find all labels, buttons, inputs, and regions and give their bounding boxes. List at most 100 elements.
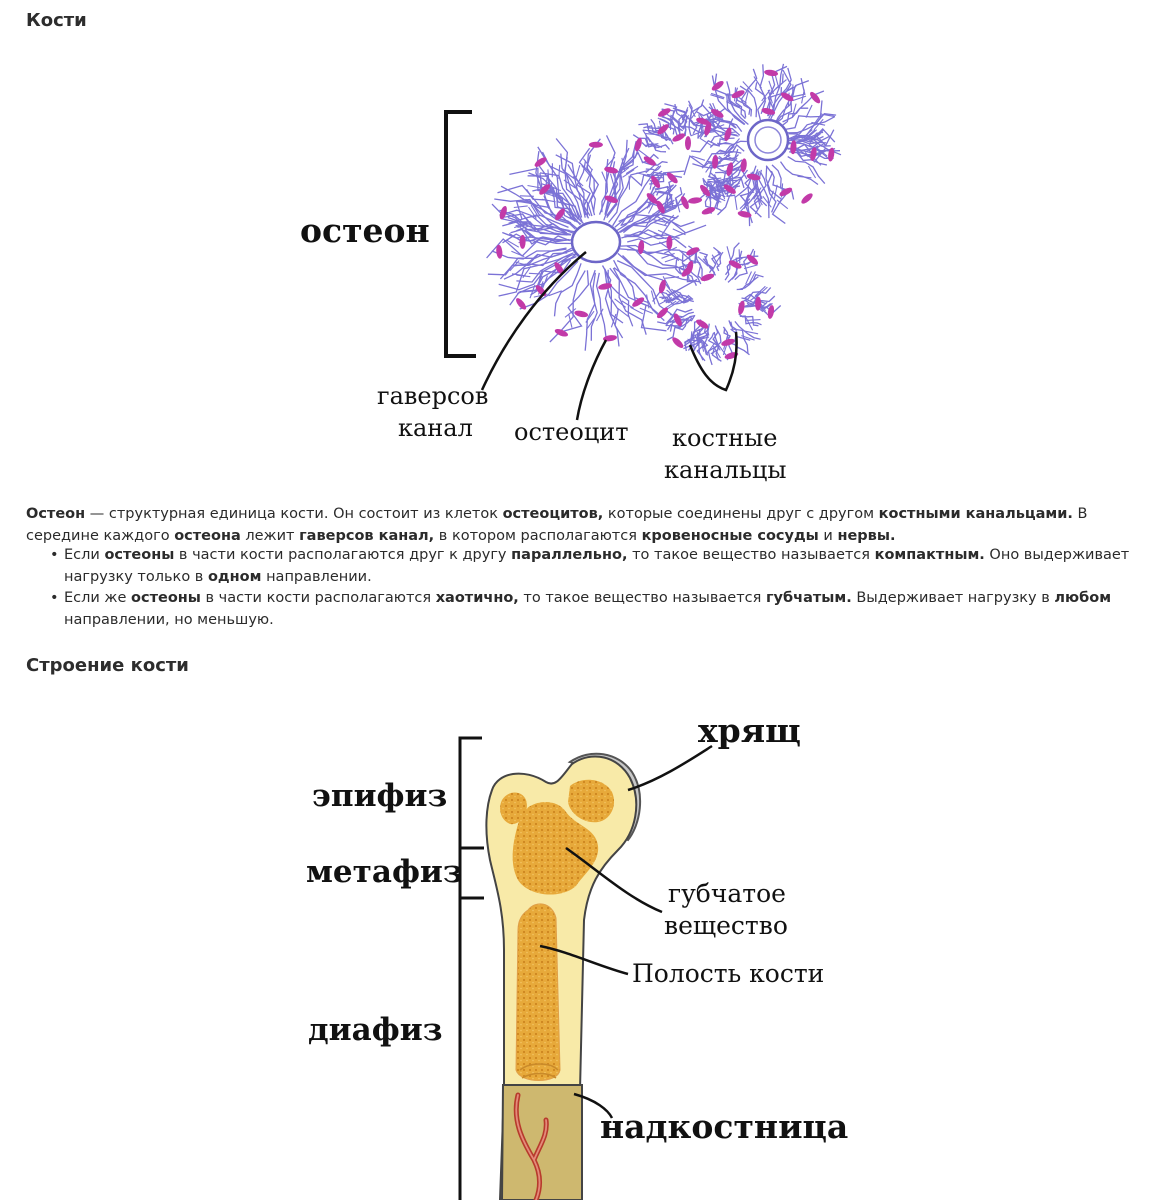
canaliculus-branch: [742, 81, 753, 93]
osteocyte-cell: [712, 154, 719, 169]
osteocyte-cell: [588, 141, 603, 148]
label-cavity: Полость кости: [632, 959, 824, 988]
pointer-osteocyte: [575, 339, 608, 421]
bone-regions-bracket: [458, 736, 484, 1200]
canaliculus-branch: [564, 308, 577, 318]
osteocyte-cell: [740, 158, 747, 173]
osteocyte-cell: [700, 184, 711, 197]
canaliculus-fiber: [553, 263, 582, 317]
osteocyte-cell: [810, 91, 821, 104]
osteocyte-cell: [790, 140, 797, 155]
canaliculus-branch: [575, 164, 581, 179]
canaliculus-fiber: [645, 134, 670, 150]
osteocyte-cell: [534, 157, 547, 167]
label-metaphysis: метафиз: [306, 854, 463, 890]
canaliculus-branch: [651, 218, 666, 223]
canaliculus-branch: [527, 184, 542, 189]
osteocyte-cell: [746, 254, 759, 265]
canaliculus-fiber: [738, 313, 759, 327]
pointer-canal: [480, 251, 587, 391]
canaliculus-fiber: [785, 100, 823, 131]
canaliculus-fiber: [539, 173, 576, 221]
canaliculus-fiber: [502, 233, 570, 244]
canaliculus-fiber: [771, 164, 795, 200]
osteocyte-cell: [761, 108, 776, 115]
osteocytes-group: [496, 69, 835, 360]
canaliculus-fiber: [669, 311, 694, 324]
canaliculus-branch: [605, 156, 616, 168]
canaliculus-fiber: [724, 250, 743, 281]
canaliculus-branch: [682, 114, 690, 129]
canaliculus-fiber: [719, 140, 747, 153]
osteocyte-cell: [657, 124, 669, 135]
canaliculus-branch: [657, 229, 672, 237]
canaliculus-branch: [805, 104, 813, 118]
osteocyte-cell: [721, 338, 735, 346]
canaliculus-fiber: [765, 166, 786, 225]
canaliculus-fiber: [500, 185, 573, 226]
canaliculus-branch: [711, 254, 720, 268]
osteocyte-cell: [767, 305, 775, 319]
osteocyte-cell: [828, 147, 835, 162]
canaliculus-fiber: [714, 143, 745, 155]
canaliculus-branch: [642, 129, 657, 133]
canaliculus-fiber: [631, 151, 659, 164]
osteocyte-cell: [700, 273, 714, 282]
list-item-spongy: Если же остеоны в части кости располагаю…: [50, 588, 1149, 631]
canaliculus-branch: [661, 214, 676, 219]
canaliculus-branch: [622, 169, 635, 178]
canaliculus-fiber: [707, 332, 719, 355]
canaliculus-branch: [610, 313, 617, 328]
canaliculus-fiber: [726, 81, 749, 125]
canaliculus-branch: [699, 137, 712, 147]
osteocyte-cell: [657, 108, 671, 117]
bone-structure-diagram: эпифиз метафиз диафиз хрящ губчатое веще…: [306, 711, 848, 1200]
label-spongy-2: вещество: [664, 911, 788, 940]
label-periosteum: надкостница: [600, 1107, 848, 1146]
osteocyte-cell: [519, 234, 526, 249]
canaliculus-branch: [741, 335, 755, 341]
osteocyte-cell: [672, 133, 686, 142]
canaliculus-branch: [665, 314, 675, 327]
pointer-cavity: [539, 944, 629, 976]
osteocyte-cell: [701, 207, 716, 215]
canaliculus-branch: [726, 246, 732, 260]
osteocyte-cell: [711, 81, 724, 91]
osteocyte-cell: [634, 137, 642, 152]
canaliculus-fiber: [487, 248, 567, 276]
osteocyte-cell: [658, 279, 666, 294]
osteocyte-cell: [737, 211, 752, 218]
spongy-substance-top-left: [500, 792, 527, 825]
osteocyte-cell: [779, 187, 793, 197]
canaliculus-fiber: [502, 221, 567, 235]
canaliculus-branch: [547, 169, 550, 184]
canaliculus-branch: [646, 294, 650, 309]
canaliculus-fiber: [595, 272, 607, 338]
canaliculus-branch: [654, 185, 669, 191]
canaliculus-fiber: [584, 272, 597, 351]
canaliculus-fiber: [498, 254, 571, 291]
canaliculus-branch: [563, 179, 576, 189]
canaliculus-fiber: [724, 242, 740, 276]
osteocyte-cell: [499, 205, 507, 220]
osteocyte-cell: [688, 197, 703, 204]
canaliculus-branch: [712, 338, 721, 351]
canaliculus-branch: [734, 188, 747, 198]
canaliculus-fiber: [707, 331, 719, 366]
canaliculus-branch: [665, 276, 680, 279]
canaliculus-branch: [762, 195, 772, 208]
label-osteon: остеон: [300, 211, 430, 250]
osteocyte-cell: [643, 156, 656, 166]
canaliculus-branch: [596, 308, 604, 322]
label-canal-2: канал: [398, 414, 473, 442]
canaliculus-branch: [564, 157, 568, 172]
canaliculus-fiber: [705, 159, 743, 195]
bone-substance-list: Если остеоны в части кости располагаются…: [26, 545, 1149, 631]
canaliculus-fiber: [499, 209, 572, 236]
osteon-bracket: [444, 110, 476, 358]
canaliculus-fiber: [516, 253, 577, 283]
canaliculus-branch: [511, 250, 525, 258]
canaliculus-fiber: [716, 251, 722, 272]
canaliculus-fiber: [659, 118, 675, 135]
canaliculus-fiber: [699, 251, 714, 274]
